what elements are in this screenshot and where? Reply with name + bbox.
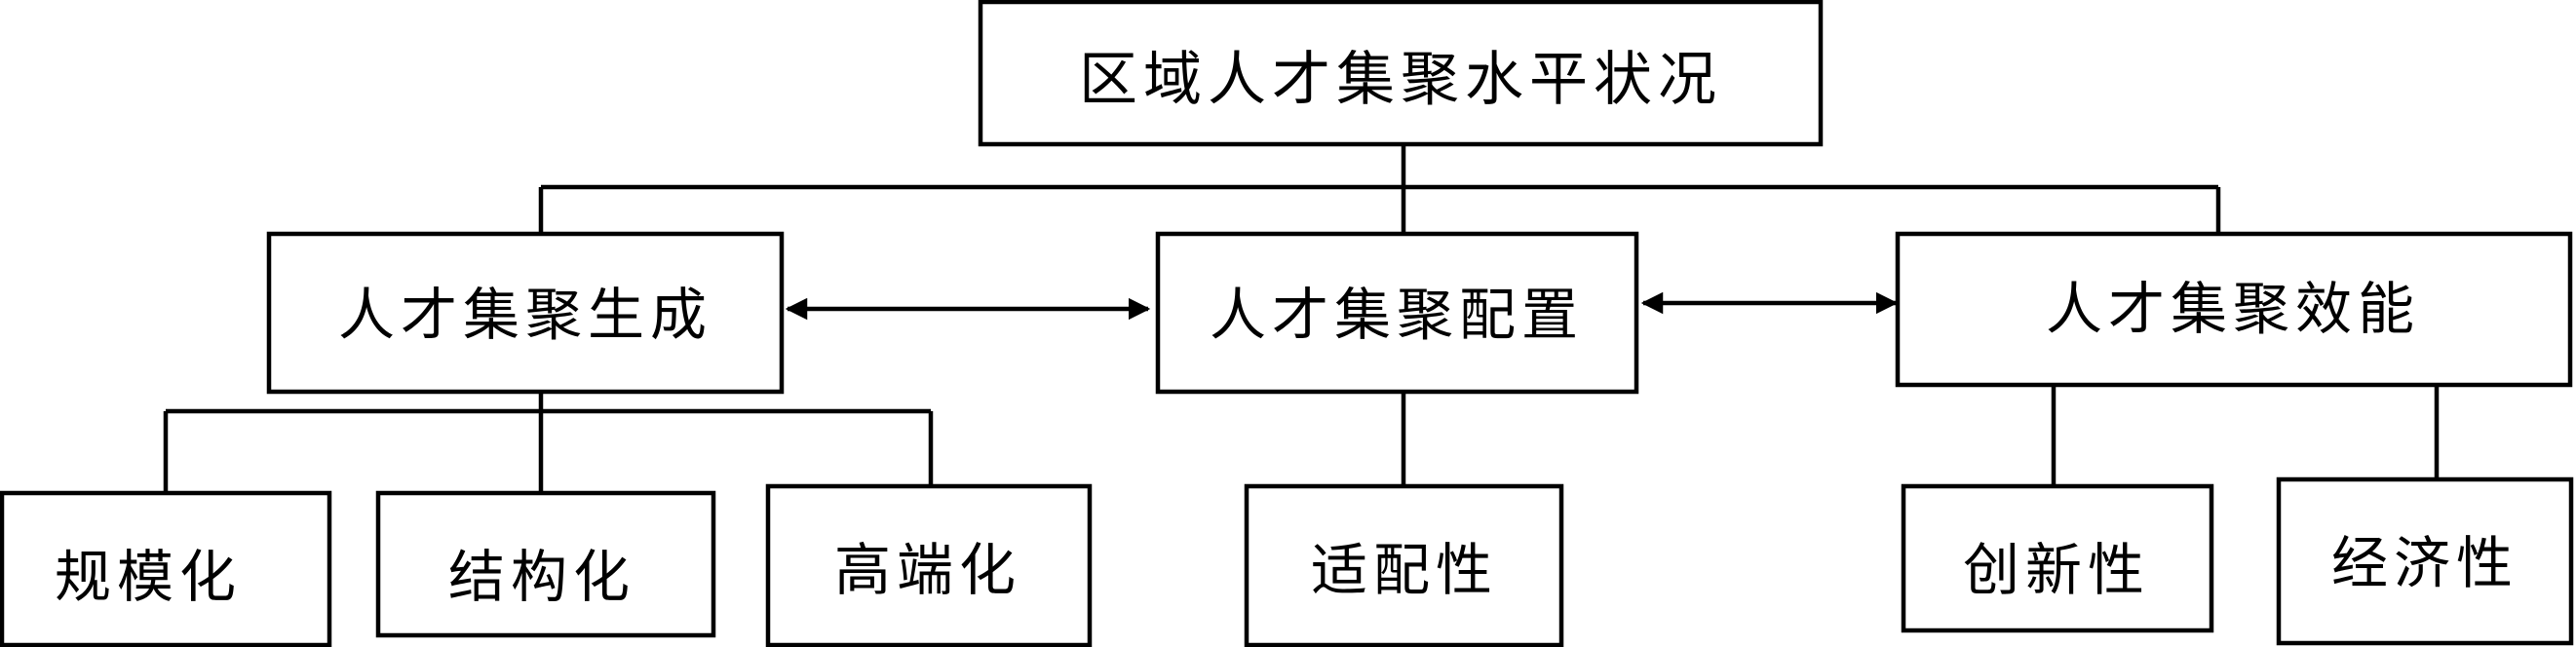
generation-connectors [163,392,934,493]
node-structure: 结构化 [375,490,716,638]
node-innovation-label: 创新性 [1963,537,2150,603]
node-adaptability-label: 适配性 [1311,537,1498,603]
node-scale-label: 规模化 [55,544,242,610]
node-economy-label: 经济性 [2331,530,2518,596]
node-economy: 经济性 [2276,476,2574,646]
node-efficiency-label: 人才集聚效能 [2046,276,2420,342]
node-adaptability: 适配性 [1244,483,1564,647]
node-high-end: 高端化 [765,483,1093,647]
node-configuration: 人才集聚配置 [1155,231,1639,395]
root-connectors [538,144,2221,234]
node-innovation: 创新性 [1901,483,2214,633]
node-generation-label: 人才集聚生成 [338,282,712,348]
node-scale: 规模化 [0,490,332,647]
node-configuration-label: 人才集聚配置 [1210,282,1584,348]
efficiency-connectors [2051,385,2440,486]
root-node-label: 区域人才集聚水平状况 [1079,46,1722,114]
node-efficiency: 人才集聚效能 [1895,231,2573,388]
root-node: 区域人才集聚水平状况 [978,0,1824,147]
node-high-end-label: 高端化 [834,537,1021,603]
node-structure-label: 结构化 [448,544,635,610]
node-generation: 人才集聚生成 [266,231,785,395]
